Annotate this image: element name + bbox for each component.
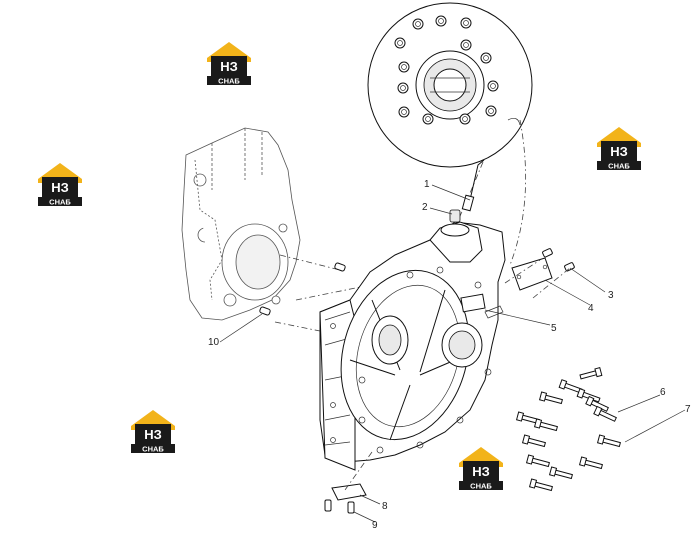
svg-text:СНАБ: СНАБ [470,482,492,491]
svg-text:СНАБ: СНАБ [142,445,164,454]
alignment-line [532,267,571,299]
callout-10: 10 [208,337,220,348]
cover-screw [542,248,553,258]
watermark-logo: НЗ СНАБ [38,163,82,207]
svg-text:НЗ: НЗ [220,59,238,74]
callout-9: 9 [372,520,378,531]
flywheel-housing [319,221,506,471]
callout-5: 5 [551,323,557,334]
svg-text:НЗ: НЗ [610,144,628,159]
svg-text:СНАБ: СНАБ [49,198,71,207]
svg-text:НЗ: НЗ [472,464,490,479]
leader-lines [219,184,686,523]
bottom-screw [347,501,355,514]
callout-4: 4 [588,303,594,314]
bolt-set [515,367,621,492]
watermark-logo: НЗ СНАБ [131,410,175,454]
bottom-screw [324,499,332,512]
callout-7: 7 [685,404,691,415]
callout-2: 2 [422,202,428,213]
callout-6: 6 [660,387,666,398]
callout-3: 3 [608,290,614,301]
speed-sensor [461,159,485,212]
callout-8: 8 [382,501,388,512]
alignment-line [295,274,421,301]
cover-screw [564,262,575,272]
svg-text:НЗ: НЗ [144,427,162,442]
alignment-line [344,451,373,491]
detail-view-flange [367,2,533,168]
bottom-cover [331,483,367,501]
dowel-pin [334,262,346,272]
callout-1: 1 [424,179,430,190]
cover-plate [511,257,553,291]
alignment-line [279,254,341,271]
svg-text:НЗ: НЗ [51,180,69,195]
dowel-pin [259,306,271,316]
watermark-logo: НЗ СНАБ [207,42,251,86]
plug [449,209,461,223]
gasket [484,305,504,319]
svg-text:СНАБ: СНАБ [218,77,240,86]
watermark-logo: НЗ СНАБ [459,447,503,491]
gear-housing [181,127,301,321]
detail-leader [509,119,527,266]
watermark-logo: НЗ СНАБ [597,127,641,171]
svg-text:СНАБ: СНАБ [608,162,630,171]
